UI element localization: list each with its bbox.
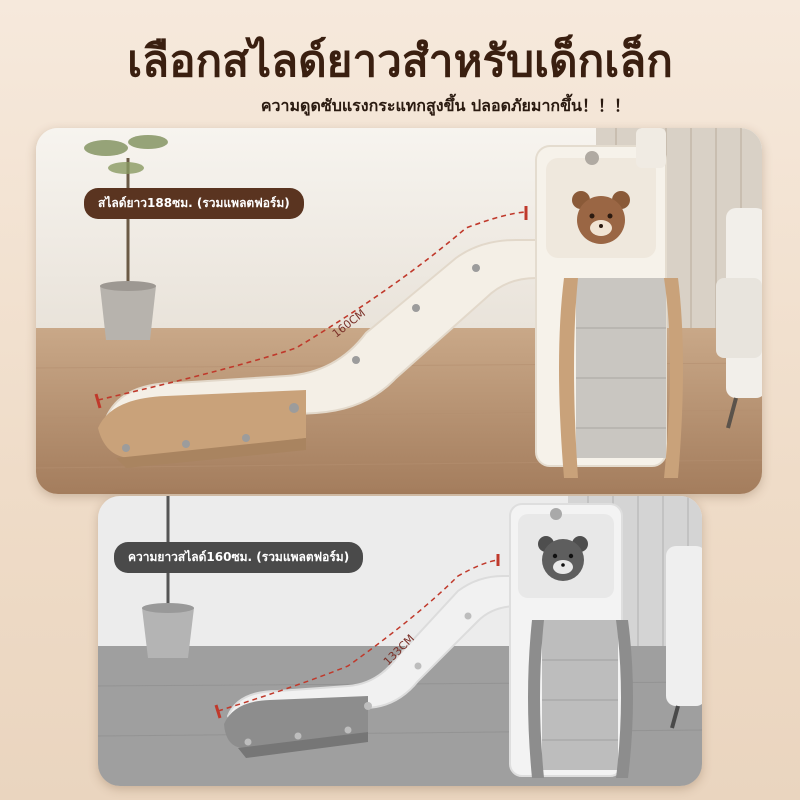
- product-photo-short-slide: 133CM ความยาวสไลด์160ซม. (รวมแพลตฟอร์ม): [98, 496, 702, 786]
- bear-head-icon: [572, 191, 630, 244]
- dashed-arrow-icon: [214, 554, 500, 719]
- product-photo-long-slide: 160CM สไลด์ยาว188ซม. (รวมแพลตฟอร์ม): [36, 128, 762, 494]
- slide-length-label: ความยาวสไลด์160ซม. (รวมแพลตฟอร์ม): [114, 542, 364, 573]
- slide-body: [98, 239, 537, 468]
- plant-pot-icon: [84, 135, 168, 340]
- slide-tower: [509, 503, 633, 778]
- sofa-icon: [666, 546, 702, 729]
- long-slide-illustration: 160CM: [36, 128, 762, 494]
- page-subtitle: ความดูดซับแรงกระแทกสูงขึ้น ปลอดภัยมากขึ้…: [260, 96, 630, 115]
- short-slide-illustration: 133CM: [98, 496, 702, 786]
- slide-length-label: สไลด์ยาว188ซม. (รวมแพลตฟอร์ม): [84, 188, 304, 219]
- dashed-arrow-icon: [94, 206, 528, 409]
- sofa-icon: [716, 208, 762, 429]
- page-title: เลือกสไลด์ยาวสำหรับเด็กเล็ก: [127, 36, 673, 87]
- slide-tower: [535, 128, 683, 478]
- bear-head-icon: [538, 536, 588, 581]
